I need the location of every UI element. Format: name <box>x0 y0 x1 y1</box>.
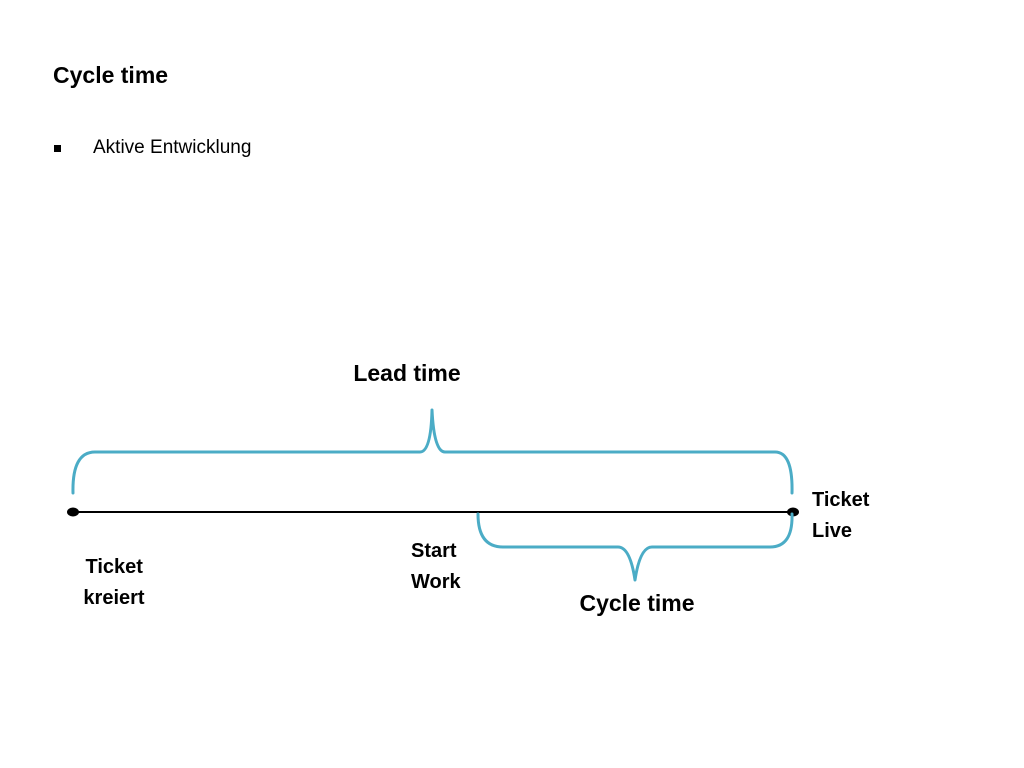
lead-time-brace <box>71 408 794 495</box>
bullet-list: Aktive Entwicklung <box>53 136 251 160</box>
cycle-time-label: Cycle time <box>579 590 694 616</box>
timeline-end-dot <box>787 507 799 517</box>
event-start-work-label: Start Work <box>411 540 462 593</box>
event-start-work-line-1: Start <box>411 540 457 562</box>
event-start-work-line-2: Work <box>411 571 462 593</box>
lead-time-label: Lead time <box>353 360 460 386</box>
event-ticket-created-label: Ticket kreiert <box>83 556 148 609</box>
event-ticket-live-label: Ticket Live <box>812 489 875 542</box>
event-ticket-live-line-2: Live <box>812 520 852 542</box>
event-ticket-created-line-2: kreiert <box>83 587 144 609</box>
bullet-item: Aktive Entwicklung <box>53 136 251 160</box>
event-ticket-live-line-1: Ticket <box>812 489 870 511</box>
cycle-time-brace <box>476 512 794 582</box>
bullet-text: Aktive Entwicklung <box>93 137 252 158</box>
slide-title: Cycle time <box>53 62 169 88</box>
square-bullet-icon <box>54 144 61 152</box>
timeline-start-dot <box>67 507 79 517</box>
event-ticket-created-line-1: Ticket <box>85 556 143 578</box>
